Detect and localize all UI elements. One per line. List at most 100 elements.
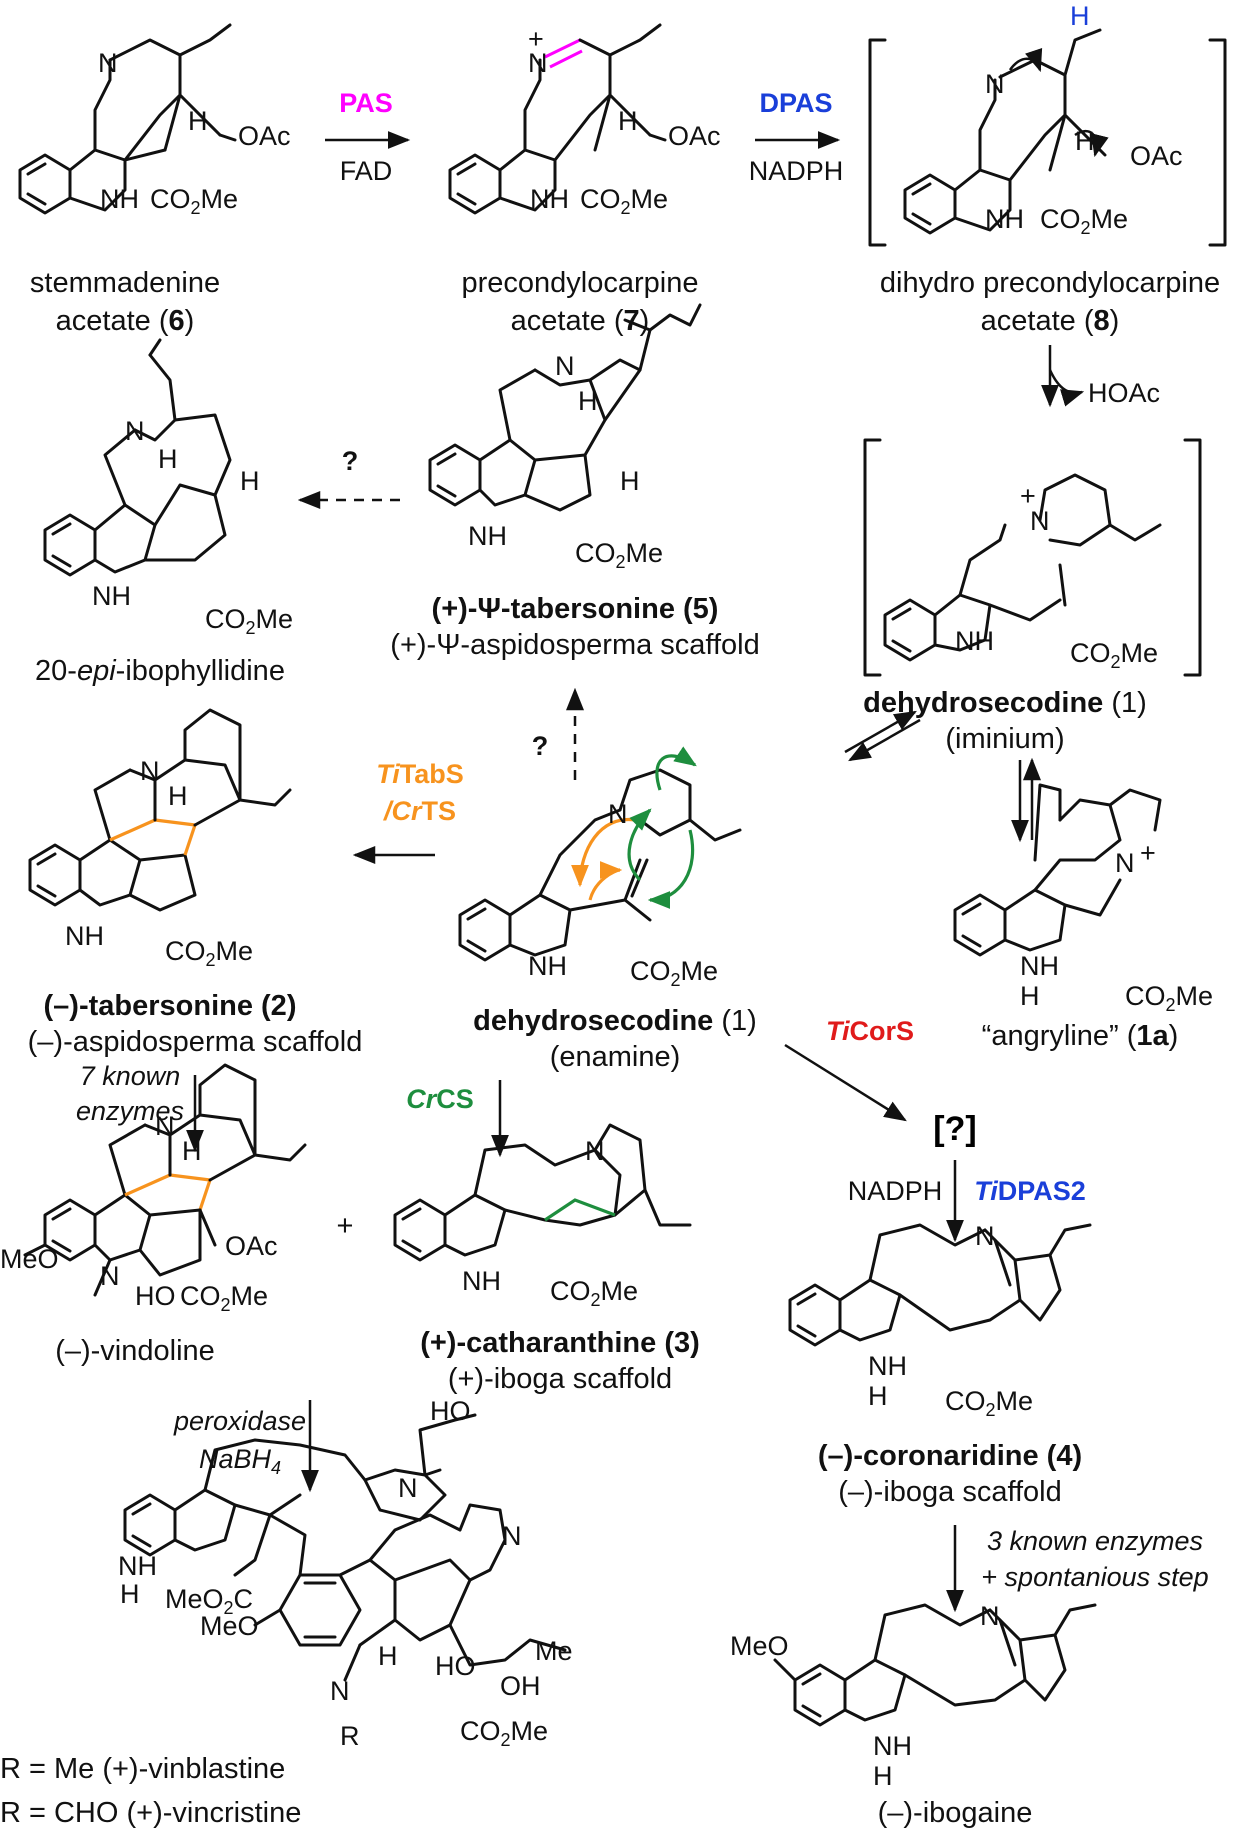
atom-n: N [608, 799, 628, 829]
label-spontanious-step: + spontanious step [981, 1562, 1208, 1592]
cofactor-nadph: NADPH [749, 156, 844, 186]
arrow-hoac-loss [1048, 369, 1085, 407]
atom-n: N [555, 351, 575, 381]
atom-ho: HO [430, 1396, 471, 1426]
atom-co2me: CO2Me [550, 1276, 638, 1310]
atom-h: H [240, 466, 260, 496]
atom-n-plus: N [1030, 506, 1050, 536]
atom-n: N [985, 69, 1005, 99]
atom-h: H [182, 1136, 202, 1166]
atom-nh: NH [985, 204, 1024, 234]
atom-nh: NH [65, 921, 104, 951]
bracket-right [1208, 38, 1227, 247]
label-stemmadenine-line2: acetate (6) [56, 305, 195, 337]
atom-n: N [398, 1473, 418, 1503]
bracket-right [1183, 438, 1202, 677]
atom-h: H [620, 466, 640, 496]
atom-n: N [98, 48, 118, 78]
atom-h: H [1020, 981, 1040, 1011]
atom-nh: NH [462, 1266, 501, 1296]
label-question: ? [532, 731, 549, 761]
atom-co2me: CO2Me [1070, 638, 1158, 672]
label-stemmadenine-line1: stemmadenine [30, 267, 220, 299]
atom-oac: OAc [668, 121, 721, 151]
atom-oac: OAc [238, 121, 291, 151]
atom-h-blue: H [1070, 1, 1090, 31]
structure-dehydrosecodine-iminium [883, 473, 1162, 662]
label-dehydrosecodine-iminium: dehydrosecodine (1) [863, 687, 1147, 719]
structure-catharanthine [393, 1123, 692, 1262]
charge-plus: + [1020, 481, 1036, 511]
atom-meo: MeO [200, 1611, 259, 1641]
arrow-equilibrium-to-iminium [844, 710, 917, 754]
atom-nh: NH [100, 184, 139, 214]
label-hoac: HOAc [1088, 378, 1160, 408]
atom-h: H [378, 1641, 398, 1671]
atom-nh: NH [118, 1551, 157, 1581]
atom-nh: NH [1020, 951, 1059, 981]
atom-n-plus: N [1115, 848, 1135, 878]
structure-tabersonine [28, 708, 292, 912]
label-question: ? [342, 446, 359, 476]
atom-nh: NH [468, 521, 507, 551]
atom-meo2c: MeO2C [165, 1584, 253, 1618]
atom-h: H [120, 1579, 140, 1609]
label-precondylocarpine-line1: precondylocarpine [462, 267, 699, 299]
atom-n-plus: N [528, 48, 548, 78]
enzyme-titabs: TiTabS [376, 759, 464, 789]
atom-nh: NH [92, 581, 131, 611]
atom-oac: OAc [1130, 141, 1183, 171]
atom-n: N [585, 1136, 605, 1166]
label-vinblastine: R = Me (+)-vinblastine [0, 1753, 285, 1785]
structure-ibogaine [773, 1603, 1097, 1727]
atom-co2me: CO2Me [945, 1386, 1033, 1420]
atom-co2me: CO2Me [150, 184, 238, 218]
atom-co2me: CO2Me [630, 956, 718, 990]
atom-n: N [975, 1221, 995, 1251]
label-7-known: 7 known [80, 1061, 181, 1091]
atom-nh: NH [955, 626, 994, 656]
enzyme-crcs: CrCS [406, 1084, 474, 1114]
atom-oac: OAc [225, 1231, 278, 1261]
arrow-ticors [784, 1043, 907, 1122]
structure-20-epi-ibophyllidine [43, 338, 232, 577]
label-vindoline: (–)-vindoline [55, 1335, 215, 1367]
structure-vinblastine [123, 1413, 567, 1682]
label-aspidosperma-scaffold: (–)-aspidosperma scaffold [28, 1026, 363, 1058]
atom-nh: NH [530, 184, 569, 214]
label-epi-ibophyllidine: 20-epi-ibophyllidine [35, 655, 285, 687]
cofactor-fad: FAD [340, 156, 393, 186]
enzyme-tidpas2: TiDPAS2 [974, 1176, 1086, 1206]
label-peroxidase: peroxidase [173, 1406, 306, 1436]
atom-ho: HO [435, 1651, 476, 1681]
structure-dehydrosecodine-enamine [458, 746, 742, 962]
atom-n: N [155, 1111, 175, 1141]
atom-co2me: CO2Me [575, 538, 663, 572]
atom-h: H [618, 106, 638, 136]
enzyme-crts: /CrTS [383, 796, 456, 826]
label-dihydro-line2: acetate (8) [981, 305, 1120, 337]
label-ibogaine: (–)-ibogaine [878, 1797, 1033, 1829]
label-psi-aspidosperma-scaffold: (+)-Ψ-aspidosperma scaffold [390, 629, 759, 661]
atom-n: N [980, 1601, 1000, 1631]
atom-ho: HO [135, 1281, 176, 1311]
bracket-left [868, 38, 887, 247]
label-plus: + [337, 1210, 354, 1242]
label-coronaridine: (–)-coronaridine (4) [818, 1440, 1082, 1472]
cofactor-nadph: NADPH [848, 1176, 943, 1206]
label-unknown-intermediate: [?] [933, 1110, 976, 1148]
label-iboga-scaffold-minus: (–)-iboga scaffold [838, 1476, 1062, 1508]
structure-dihydro-precondylocarpine-acetate [903, 28, 1109, 235]
label-iminium: (iminium) [945, 723, 1064, 755]
atom-h: H [873, 1761, 893, 1791]
label-enzymes: enzymes [76, 1096, 184, 1126]
enzyme-dpas: DPAS [759, 88, 832, 118]
atom-co2me: CO2Me [1040, 204, 1128, 238]
atom-co2me: CO2Me [1125, 981, 1213, 1015]
atom-meo: MeO [730, 1631, 789, 1661]
label-vincristine: R = CHO (+)-vincristine [0, 1797, 301, 1829]
enzyme-ticors: TiCorS [826, 1016, 914, 1046]
label-dihydro-line1: dihydro precondylocarpine [880, 267, 1220, 299]
atom-co2me: CO2Me [180, 1281, 268, 1315]
label-precondylocarpine-line2: acetate (7) [511, 305, 650, 337]
